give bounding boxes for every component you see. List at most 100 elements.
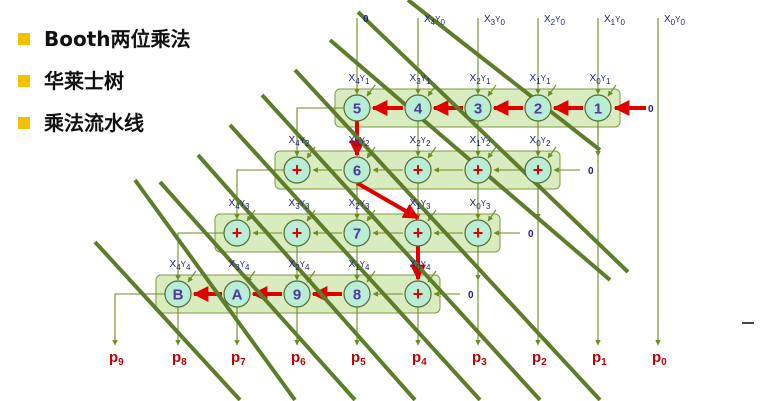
adder-node [283,156,311,184]
term-part: 1 [365,77,370,86]
term-part: Y [240,199,246,208]
term-part: 4 [426,263,431,272]
term-part: 4 [365,263,370,272]
adder-node [283,280,311,308]
partial-product-label: X2Y2 [410,135,431,148]
pipeline-cut-line [93,240,242,401]
term-part: 0 [500,18,505,27]
output-letter: p [231,349,240,366]
adder-node [343,156,371,184]
stage-node-label: 1 [594,101,602,118]
partial-product-label: X2Y4 [289,259,310,272]
term-part: 2 [365,139,370,148]
output-label: p9 [109,349,124,368]
wire [547,84,557,97]
term-part: 0 [560,18,565,27]
term-part: Y [300,136,306,145]
adder-node [404,219,432,247]
wire [487,209,497,222]
term-part: 3 [491,18,496,27]
partial-product-label: X4Y4 [170,259,191,272]
stage-node-label: 5 [353,101,361,118]
term-part: X [289,198,296,209]
term-part: 4 [305,263,310,272]
output-index: 3 [481,357,487,368]
pipeline-cut-line [356,10,630,274]
term-part: 2 [295,263,300,272]
partial-product-label: X0Y4 [410,259,431,272]
term-part: 1 [536,77,541,86]
bullet-item-booth: Booth两位乘法 [18,24,191,66]
term-part: X [590,73,597,84]
partial-product-label: X1Y4 [349,259,370,272]
term-part: X [289,259,296,270]
wire [366,270,376,283]
plus-node-label: + [473,160,484,180]
stage-node-label: B [173,287,184,304]
wire [487,146,497,159]
output-label: p6 [291,349,306,368]
output-label: p4 [412,349,427,368]
term-part: Y [421,74,427,83]
term-part: 2 [486,139,491,148]
wire [175,232,224,281]
term-part: 1 [486,77,491,86]
term-part: 4 [245,263,250,272]
top-input-label: X3Y0 [484,14,505,27]
output-letter: p [351,349,360,366]
term-part: X [604,14,611,25]
term-part: X [349,73,356,84]
term-part: X [170,259,177,270]
pipeline-cut-line [260,93,542,401]
term-part: 0 [416,263,421,272]
adder-node [223,219,251,247]
term-part: X [470,198,477,209]
adder-node [464,219,492,247]
term-part: 1 [355,263,360,272]
output-letter: p [472,349,481,366]
critical-path-arrow [356,181,420,220]
term-part: 4 [295,139,300,148]
output-index: 0 [661,357,667,368]
output-index: 6 [300,357,306,368]
term-part: 2 [416,139,421,148]
output-label: p7 [231,349,246,368]
term-part: X [664,14,671,25]
term-part: 1 [416,202,421,211]
term-part: 0 [440,18,445,27]
term-part: Y [300,199,306,208]
term-part: X [410,73,417,84]
partial-product-label: X4Y3 [229,198,250,211]
term-part: 0 [680,18,685,27]
wire [607,84,617,97]
term-part: 3 [295,202,300,211]
term-part: Y [240,260,246,269]
stage-node-label: 2 [534,101,542,118]
term-part: 3 [416,77,421,86]
term-part: 3 [305,202,310,211]
term-part: Y [481,136,487,145]
partial-product-label: X4Y1 [349,73,370,86]
term-part: 1 [476,139,481,148]
term-part: 2 [546,139,551,148]
term-part: X [544,14,551,25]
term-part: 2 [355,202,360,211]
term-part: 3 [235,263,240,272]
yellow-square-bullet-icon [18,33,30,45]
adder-node [283,219,311,247]
plus-node-label: + [292,160,303,180]
term-part: X [410,259,417,270]
bullet-text: 华莱士树 [44,69,124,93]
bullet-text: 乘法流水线 [44,111,144,135]
output-index: 9 [118,357,124,368]
adder-node [404,280,432,308]
partial-product-label: X0Y3 [470,198,491,211]
partial-product-label: X1Y3 [410,198,431,211]
term-part: X [410,198,417,209]
partial-product-label: X2Y1 [470,73,491,86]
term-part: 0 [536,139,541,148]
pipeline-cut-line [196,153,417,401]
pipeline-cut-line [158,180,357,401]
